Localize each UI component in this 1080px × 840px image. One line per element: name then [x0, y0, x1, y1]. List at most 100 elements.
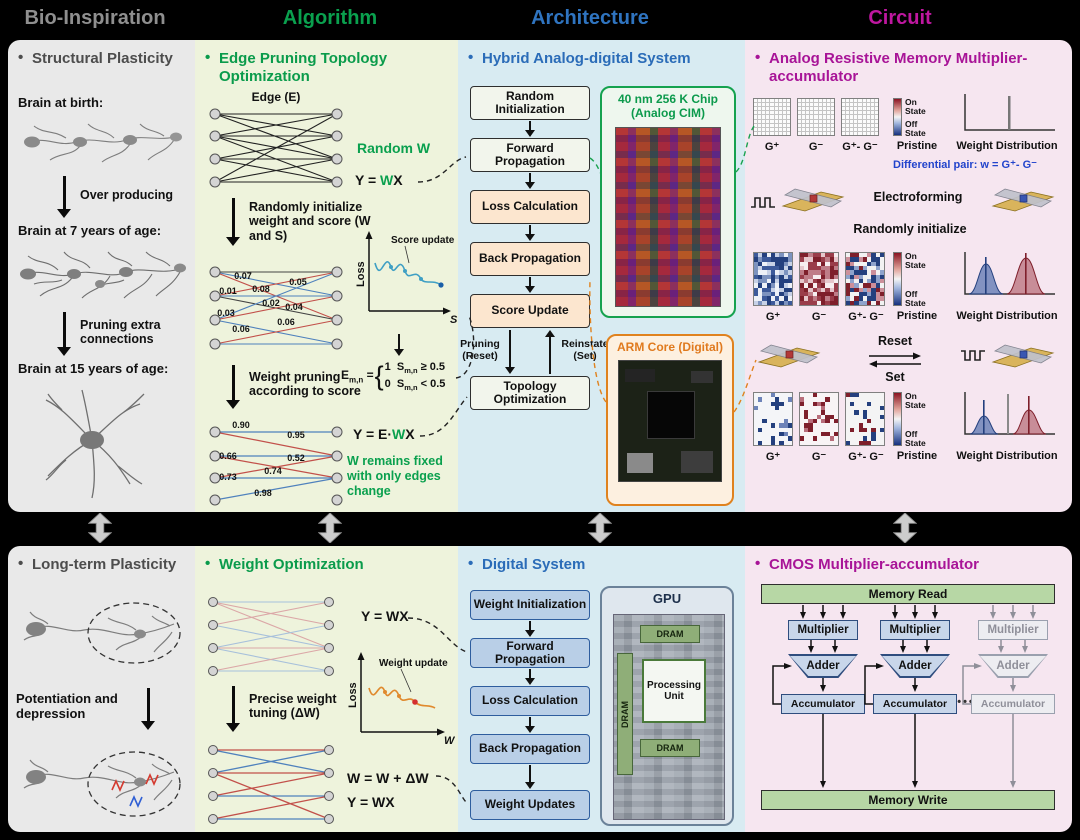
down-arrow: [225, 365, 241, 409]
rram-device-icon: [991, 188, 1055, 212]
prune-equation: Y = E·WX: [353, 426, 415, 442]
weight-distribution-random: [964, 252, 1055, 295]
off-state-label: Off State: [905, 289, 926, 308]
svg-text:Loss: Loss: [355, 261, 367, 287]
svg-text:0.74: 0.74: [264, 466, 282, 476]
bottom-algorithm-title: Weight Optimization: [205, 555, 439, 574]
accumulator-box: Accumulator: [873, 694, 957, 714]
svg-text:0.01: 0.01: [219, 286, 237, 296]
panel-bottom-bio: Long-term Plasticity Potentiation and de…: [8, 546, 195, 832]
svg-text:0.04: 0.04: [285, 302, 303, 312]
flow-random-initialization: Random Initialization: [470, 86, 590, 120]
heatmap-gplus-tuned: [753, 392, 793, 446]
gminus-label: G⁻: [811, 311, 827, 323]
loss-score-plot: Loss S Score update: [355, 231, 458, 326]
bottom-bio-title: Long-term Plasticity: [18, 555, 182, 574]
network-random: Edge (E): [209, 90, 343, 188]
svg-text:Score update: Score update: [391, 235, 455, 246]
memory-write-bar: Memory Write: [761, 790, 1055, 810]
svg-text:Loss: Loss: [347, 682, 359, 708]
dram-block-vertical: DRAM: [617, 653, 633, 775]
svg-text:0.02: 0.02: [262, 298, 280, 308]
conductance-colorbar: [893, 98, 902, 136]
down-arrow: [140, 688, 156, 730]
svg-text:0.03: 0.03: [217, 308, 235, 318]
brain-birth-neurons: [24, 123, 182, 163]
heatmap-gdiff-tuned: [845, 392, 885, 446]
accumulator-box: Accumulator: [781, 694, 865, 714]
svg-text:0.08: 0.08: [252, 284, 270, 294]
weight-distribution-label: Weight Distribution: [956, 140, 1058, 152]
header-architecture: Architecture: [531, 7, 649, 29]
double-arrow-icon: [893, 513, 917, 543]
flow-forward-propagation-b: Forward Propagation: [470, 638, 590, 668]
gplus-label: G⁺: [765, 451, 781, 463]
dram-block: DRAM: [640, 625, 700, 643]
network-tuned-weights: [208, 745, 334, 824]
pruning-reset-label: Pruning (Reset): [460, 338, 500, 363]
flow-score-update: Score Update: [470, 294, 590, 328]
network-pruned: 0.90 0.95 0.66 0.52 0.73 0.74 0.98: [209, 420, 343, 506]
flow-topology-optimization: Topology Optimization: [470, 376, 590, 410]
panel-top-algorithm: Edge Pruning Topology Optimization Edge …: [195, 40, 458, 512]
down-arrow: [524, 173, 536, 189]
gplus-label: G⁺: [765, 311, 781, 323]
svg-text:0.06: 0.06: [277, 317, 295, 327]
svg-text:0.06: 0.06: [232, 324, 250, 334]
adder-box: Adder: [880, 654, 950, 678]
randomly-initialize-label: Randomly initialize: [853, 222, 967, 236]
header-circuit: Circuit: [868, 7, 932, 29]
svg-text:Weight update: Weight update: [379, 658, 448, 669]
bottom-circuit-title: CMOS Multiplier-accumulator: [755, 555, 1059, 574]
weight-distribution-label: Weight Distribution: [956, 450, 1058, 462]
svg-text:W: W: [444, 735, 455, 747]
heatmap-gdiff-pristine: [841, 98, 879, 136]
bottom-architecture-title: Digital System: [468, 555, 712, 574]
on-state-label: On State: [905, 251, 926, 270]
differential-pair-label: Differential pair: w = G⁺- G⁻: [893, 159, 1037, 171]
down-arrow: [56, 312, 72, 356]
down-arrow: [524, 121, 536, 137]
conductance-colorbar: [893, 252, 902, 306]
pristine-label: Pristine: [896, 140, 938, 152]
gdiff-label: G⁺- G⁻: [848, 311, 884, 323]
heatmap-gminus-pristine: [797, 98, 835, 136]
double-arrow-icon: [588, 513, 612, 543]
panel-top-architecture: Hybrid Analog-digital System Random Init…: [458, 40, 745, 512]
svg-text:0.95: 0.95: [287, 430, 305, 440]
svg-text:0.05: 0.05: [289, 277, 307, 287]
board-component: [691, 370, 713, 383]
pruning-connections-label: Pruning extra connections: [80, 318, 161, 347]
top-circuit-title: Analog Resistive Memory Multiplier-accum…: [755, 49, 1049, 86]
down-arrow: [524, 669, 536, 685]
on-state-label: On State: [905, 97, 926, 116]
brain-7y-label: Brain at 7 years of age:: [18, 223, 162, 238]
board-port: [627, 452, 653, 473]
heatmap-gplus-random: [753, 252, 793, 306]
conductance-colorbar: [893, 392, 902, 446]
memory-read-bar: Memory Read: [761, 584, 1055, 604]
rram-device-icon: [781, 188, 845, 212]
off-state-label: Off State: [905, 429, 926, 448]
svg-text:0.73: 0.73: [219, 472, 237, 482]
top-architecture-title: Hybrid Analog-digital System: [468, 49, 712, 68]
flow-loss-calculation: Loss Calculation: [470, 190, 590, 224]
pulse-waveform-icon: [751, 197, 775, 208]
forward-equation-bottom: Y = WX: [361, 608, 409, 624]
arm-label: ARM Core (Digital): [617, 340, 723, 354]
gplus-label: G⁺: [764, 141, 780, 153]
multiplier-box-faded: Multiplier: [978, 620, 1048, 640]
score-equation: Em,n = { 1 Sm,n ≥ 0.5 0 Sm,n < 0.5: [341, 361, 446, 392]
svg-text:0.07: 0.07: [234, 271, 252, 281]
set-label: Set: [885, 370, 905, 384]
top-algorithm-title: Edge Pruning Topology Optimization: [205, 49, 439, 86]
brain-15y-label: Brain at 15 years of age:: [18, 361, 169, 376]
step1-label: Randomly initialize weight and score (W …: [249, 200, 371, 243]
gdiff-label: G⁺- G⁻: [848, 451, 884, 463]
gpu-card: GPU DRAM DRAM Processing Unit DRAM: [600, 586, 734, 826]
top-bio-title: Structural Plasticity: [18, 49, 182, 68]
down-arrow: [393, 334, 405, 356]
step2-label: Weight pruning according to score: [249, 370, 361, 399]
panel-bottom-circuit: CMOS Multiplier-accumulator Memory Read …: [745, 546, 1072, 832]
network-initial-weights: [208, 597, 334, 676]
